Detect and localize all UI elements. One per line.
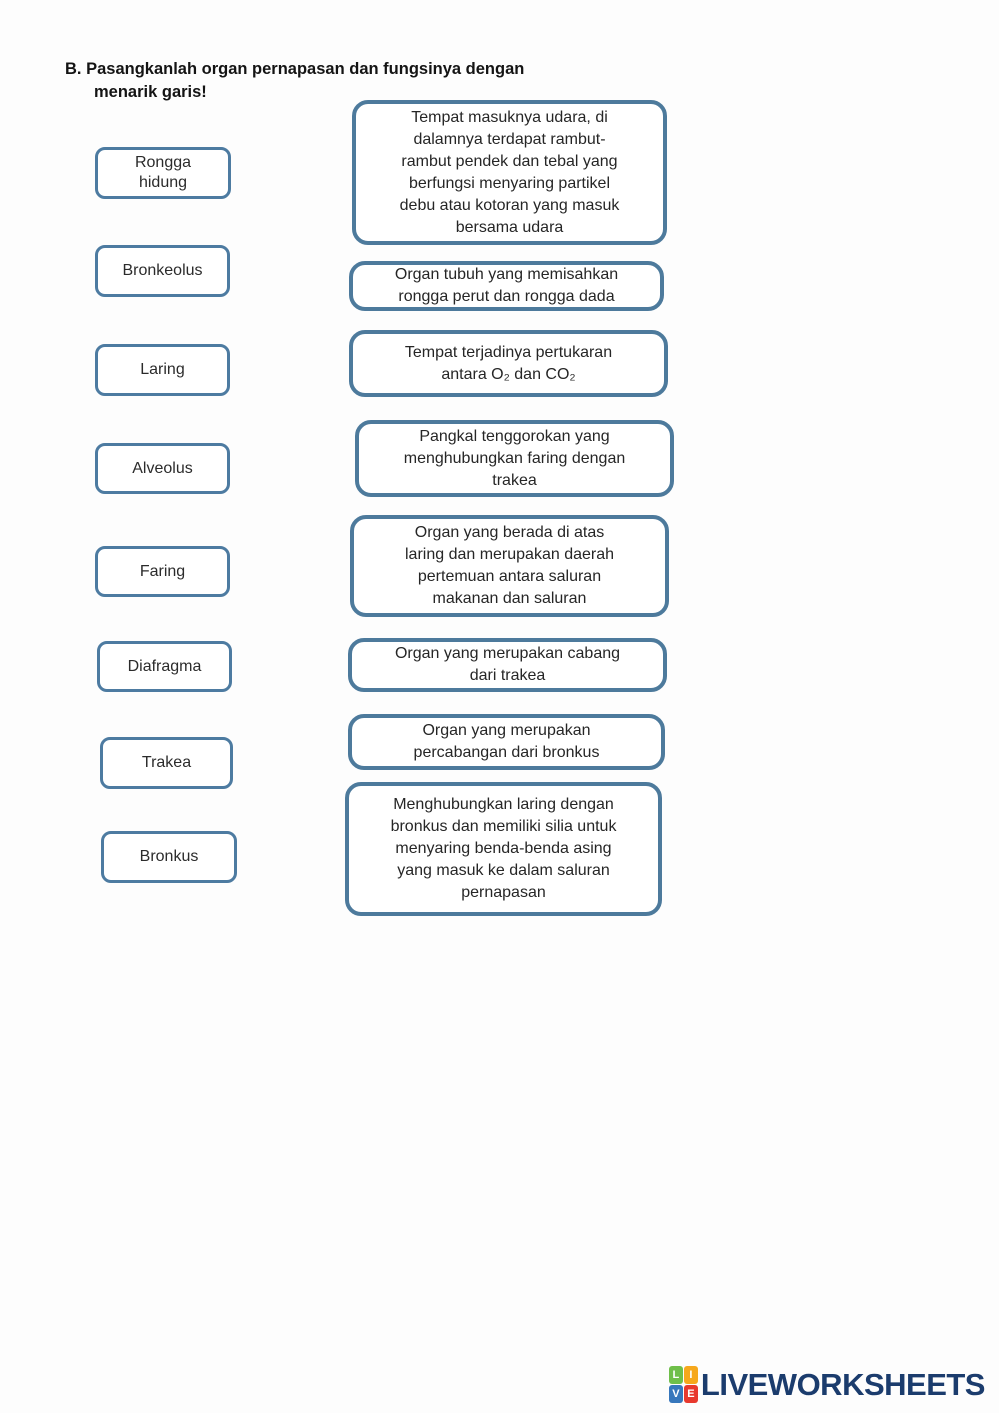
liveworksheets-logo: L I V E LIVEWORKSHEETS	[668, 1366, 986, 1403]
organ-box-alveolus[interactable]: Alveolus	[95, 443, 230, 494]
organ-box-faring[interactable]: Faring	[95, 546, 230, 597]
liveworksheets-wordmark: LIVEWORKSHEETS	[700, 1366, 986, 1402]
logo-cell-e: E	[683, 1385, 698, 1403]
logo-cell-l: L	[668, 1366, 683, 1384]
logo-cell-v: V	[668, 1385, 683, 1403]
organ-box-diafragma[interactable]: Diafragma	[97, 641, 232, 692]
logo-cell-i: I	[683, 1366, 698, 1384]
organ-box-bronkeolus[interactable]: Bronkeolus	[95, 245, 230, 297]
organ-box-trakea[interactable]: Trakea	[100, 737, 233, 789]
liveworksheets-icon: L I V E	[668, 1366, 698, 1403]
organ-box-laring[interactable]: Laring	[95, 344, 230, 396]
organ-box-bronkus[interactable]: Bronkus	[101, 831, 237, 883]
exercise-title: B. Pasangkanlah organ pernapasan dan fun…	[65, 60, 525, 101]
